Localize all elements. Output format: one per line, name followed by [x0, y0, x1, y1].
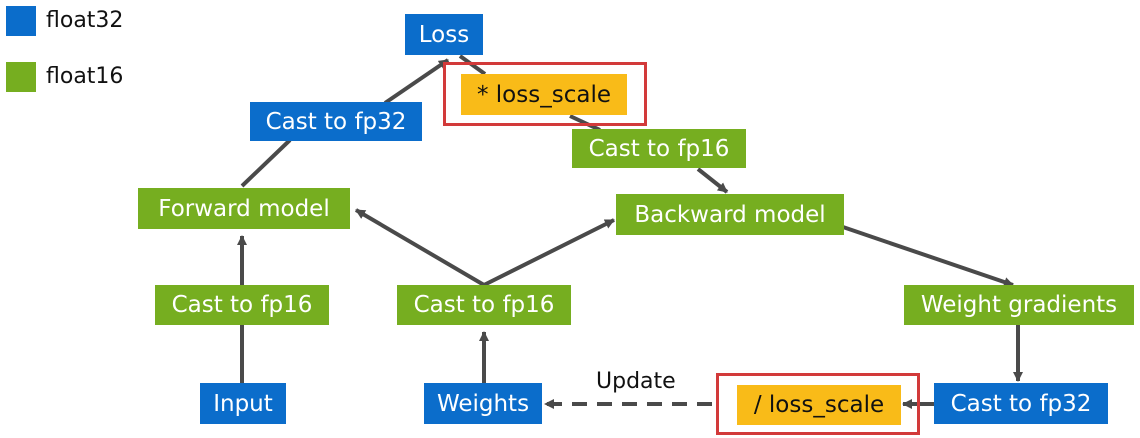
multiply-loss-scale-node: * loss_scale [461, 74, 627, 115]
legend-swatch-float16 [6, 62, 36, 92]
cast-to-fp16-top-node: Cast to fp16 [572, 129, 746, 168]
forward-model-node: Forward model [138, 188, 350, 229]
legend-swatch-float32 [6, 6, 36, 36]
divide-loss-scale-node: / loss_scale [737, 385, 901, 425]
legend-label-float32: float32 [46, 8, 124, 33]
edge-forward-to-cast-fp32 [240, 138, 292, 188]
cast-to-fp16-input-node: Cast to fp16 [155, 285, 329, 325]
edge-cast-fp32-to-loss [383, 58, 450, 105]
loss-scale-highlight-bottom [716, 373, 920, 435]
legend-label-float16: float16 [46, 64, 124, 89]
cast-to-fp32-bottom-node: Cast to fp32 [934, 383, 1108, 424]
backward-model-node: Backward model [616, 194, 844, 235]
edge-loss-to-loss-scale [458, 54, 487, 76]
cast-to-fp32-top-node: Cast to fp32 [250, 102, 422, 141]
update-edge-label: Update [596, 369, 676, 394]
edge-cast-fp16-to-forward [354, 208, 486, 287]
cast-to-fp16-weights-node: Cast to fp16 [397, 285, 571, 325]
edge-backward-to-weight-gradients [839, 224, 1014, 287]
edge-cast-fp16-to-backward [696, 167, 729, 194]
edge-cast-fp16-to-backward-model [483, 218, 615, 287]
weight-gradients-node: Weight gradients [904, 285, 1134, 325]
input-node: Input [200, 383, 286, 424]
loss-node: Loss [405, 14, 483, 55]
weights-node: Weights [424, 383, 542, 424]
loss-scale-highlight-top [443, 62, 647, 126]
